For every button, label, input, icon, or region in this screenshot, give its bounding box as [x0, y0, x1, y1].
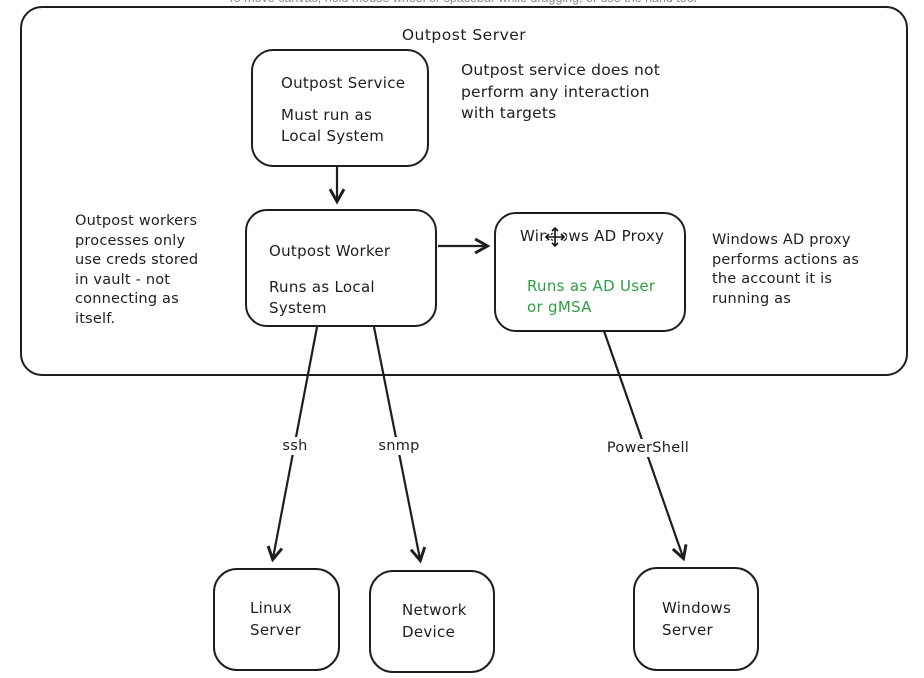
windows-ad-proxy-title: Windows AD Proxy: [520, 227, 665, 245]
windows-ad-proxy-body: Runs as AD User or gMSA: [527, 277, 656, 316]
outpost-service-body: Must run as Local System: [281, 106, 385, 145]
outpost-server-title: Outpost Server: [401, 26, 527, 44]
outpost-service-box[interactable]: Outpost Service Must run as Local System: [251, 49, 429, 167]
outpost-worker-body: Runs as Local System: [269, 278, 375, 317]
windows-server-label: Windows Server: [662, 599, 732, 639]
outpost-worker-title: Outpost Worker: [269, 242, 391, 260]
windows-ad-proxy-box[interactable]: Windows AD Proxy Runs as AD User or gMSA: [494, 212, 686, 332]
windows-server-box[interactable]: Windows Server: [633, 567, 759, 671]
edge-label-ssh[interactable]: ssh: [277, 437, 313, 455]
edge-label-powershell[interactable]: PowerShell: [601, 439, 695, 457]
linux-server-label: Linux Server: [250, 599, 301, 639]
move-cursor-icon: [543, 225, 567, 249]
worker-note-text[interactable]: Outpost workers processes only use creds…: [75, 213, 199, 327]
outpost-worker-box[interactable]: Outpost Worker Runs as Local System: [245, 209, 437, 327]
service-note-text[interactable]: Outpost service does not perform any int…: [461, 61, 660, 122]
network-device-label: Network Device: [402, 601, 467, 641]
edge-label-snmp[interactable]: snmp: [373, 437, 425, 455]
linux-server-box[interactable]: Linux Server: [213, 568, 340, 671]
outpost-server-container[interactable]: Outpost Server: [20, 6, 908, 376]
outpost-service-title: Outpost Service: [281, 74, 406, 92]
canvas-hint: To move canvas, hold mouse wheel or spac…: [0, 0, 924, 5]
proxy-note-text[interactable]: Windows AD proxy performs actions as the…: [712, 232, 860, 307]
network-device-box[interactable]: Network Device: [369, 570, 495, 673]
